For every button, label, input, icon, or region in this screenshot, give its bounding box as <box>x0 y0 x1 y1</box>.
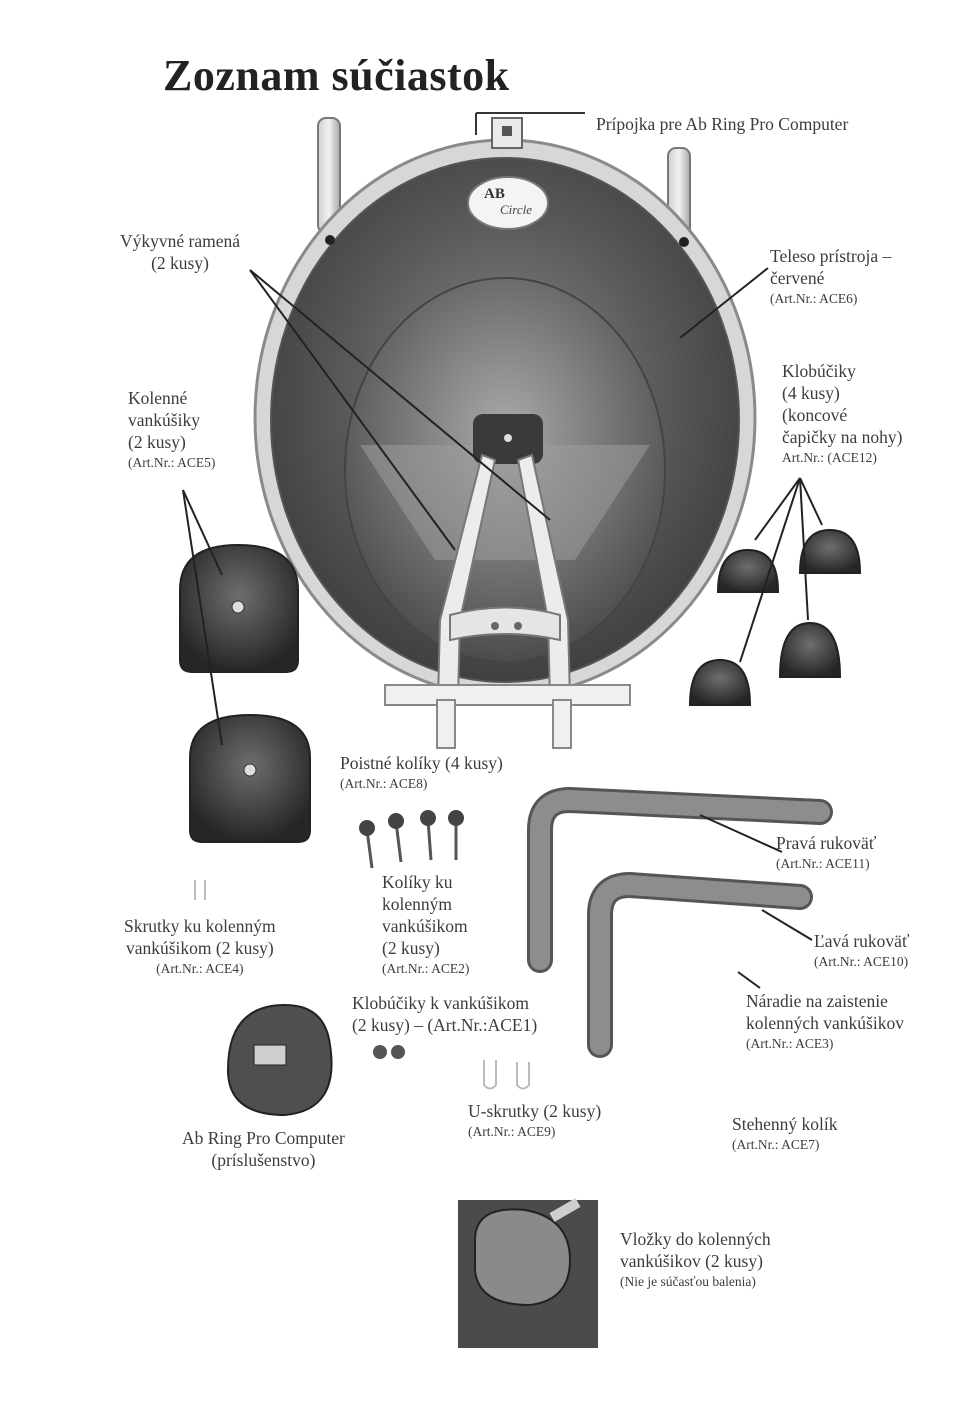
pad-pins-label: Kolíky ku kolenným vankúšikom (2 kusy) (… <box>382 871 469 978</box>
tool-label: Náradie na zaistenie kolenných vankúšiko… <box>746 990 904 1053</box>
pad-caps-label: Klobúčiky k vankúšikom (2 kusy) – (Art.N… <box>352 992 537 1036</box>
body-part-art-nr: (Art.Nr.: ACE6) <box>770 289 891 308</box>
left-handle-art-nr: (Art.Nr.: ACE10) <box>814 952 909 971</box>
pad-pins-line4: (2 kusy) <box>382 937 469 959</box>
caps-line3: (koncové <box>782 404 903 426</box>
right-handle-art-nr: (Art.Nr.: ACE11) <box>776 854 876 873</box>
inserts-label: Vložky do kolenných vankúšikov (2 kusy) … <box>620 1228 771 1291</box>
insert-illustration <box>458 1198 598 1348</box>
connector-label-text: Prípojka pre Ab Ring Pro Computer <box>596 113 848 135</box>
connector-label: Prípojka pre Ab Ring Pro Computer <box>596 113 848 135</box>
u-screws-art-nr: (Art.Nr.: ACE9) <box>468 1122 601 1141</box>
pad-screws-line2: vankúšikom (2 kusy) <box>124 937 276 959</box>
body-part-label: Teleso prístroja – červené (Art.Nr.: ACE… <box>770 245 891 308</box>
inserts-line1: Vložky do kolenných <box>620 1228 771 1250</box>
caps-line2: (4 kusy) <box>782 382 903 404</box>
computer-line1: Ab Ring Pro Computer <box>182 1127 345 1149</box>
pad-pins-art-nr: (Art.Nr.: ACE2) <box>382 959 469 978</box>
pad-screws-label: Skrutky ku kolenným vankúšikom (2 kusy) … <box>124 915 276 978</box>
brand-logo: AB Circle pro <box>468 177 548 229</box>
pad-caps-line1: Klobúčiky k vankúšikom <box>352 992 537 1014</box>
swing-arms-line1: Výkyvné ramená <box>120 230 240 252</box>
knee-pad-illustrations <box>180 545 310 842</box>
caps-line1: Klobúčiky <box>782 360 903 382</box>
thigh-pin-label: Stehenný kolík (Art.Nr.: ACE7) <box>732 1113 837 1154</box>
pad-caps-line2: (2 kusy) – (Art.Nr.:ACE1) <box>352 1014 537 1036</box>
pad-cap-illustrations <box>373 1045 405 1059</box>
left-handle-line1: Ľavá rukoväť <box>814 930 909 952</box>
tool-art-nr: (Art.Nr.: ACE3) <box>746 1034 904 1053</box>
pad-pins-line1: Kolíky ku <box>382 871 469 893</box>
left-handle-label: Ľavá rukoväť (Art.Nr.: ACE10) <box>814 930 909 971</box>
knee-pads-line3: (2 kusy) <box>128 431 215 453</box>
body-part-line1: Teleso prístroja – <box>770 245 891 267</box>
caps-line4: čapičky na nohy) <box>782 426 903 448</box>
knee-pads-line1: Kolenné <box>128 387 215 409</box>
inserts-line2: vankúšikov (2 kusy) <box>620 1250 771 1272</box>
knee-pads-line2: vankúšiky <box>128 409 215 431</box>
right-handle-line1: Pravá rukoväť <box>776 832 876 854</box>
lock-pin-illustrations <box>359 810 464 868</box>
lock-pins-line1: Poistné kolíky (4 kusy) <box>340 752 503 774</box>
tool-line2: kolenných vankúšikov <box>746 1012 904 1034</box>
thigh-pin-art-nr: (Art.Nr.: ACE7) <box>732 1135 837 1154</box>
pad-screws-art-nr: (Art.Nr.: ACE4) <box>124 959 276 978</box>
svg-text:AB: AB <box>484 186 505 202</box>
lock-pins-label: Poistné kolíky (4 kusy) (Art.Nr.: ACE8) <box>340 752 503 793</box>
knee-pads-label: Kolenné vankúšiky (2 kusy) (Art.Nr.: ACE… <box>128 387 215 472</box>
computer-illustration <box>228 1005 332 1115</box>
base-stand <box>385 685 630 748</box>
svg-text:pro: pro <box>534 222 543 228</box>
inserts-note: (Nie je súčasťou balenia) <box>620 1272 771 1291</box>
svg-text:Circle: Circle <box>500 202 532 217</box>
body-part-line2: červené <box>770 267 891 289</box>
u-screws-label: U-skrutky (2 kusy) (Art.Nr.: ACE9) <box>468 1100 601 1141</box>
u-screws-line1: U-skrutky (2 kusy) <box>468 1100 601 1122</box>
pad-screws-line1: Skrutky ku kolenným <box>124 915 276 937</box>
caps-label: Klobúčiky (4 kusy) (koncové čapičky na n… <box>782 360 903 467</box>
thigh-pin-line1: Stehenný kolík <box>732 1113 837 1135</box>
swing-arms-label: Výkyvné ramená (2 kusy) <box>120 230 240 274</box>
page-title: Zoznam súčiastok <box>163 50 510 101</box>
swing-arms-line2: (2 kusy) <box>120 252 240 274</box>
tool-line1: Náradie na zaistenie <box>746 990 904 1012</box>
pad-pins-line3: vankúšikom <box>382 915 469 937</box>
caps-art-nr: Art.Nr.: (ACE12) <box>782 448 903 467</box>
computer-label: Ab Ring Pro Computer (príslušenstvo) <box>182 1127 345 1171</box>
computer-line2: (príslušenstvo) <box>182 1149 345 1171</box>
lock-pins-art-nr: (Art.Nr.: ACE8) <box>340 774 503 793</box>
right-handle-label: Pravá rukoväť (Art.Nr.: ACE11) <box>776 832 876 873</box>
knee-pads-art-nr: (Art.Nr.: ACE5) <box>128 453 215 472</box>
pad-pins-line2: kolenným <box>382 893 469 915</box>
